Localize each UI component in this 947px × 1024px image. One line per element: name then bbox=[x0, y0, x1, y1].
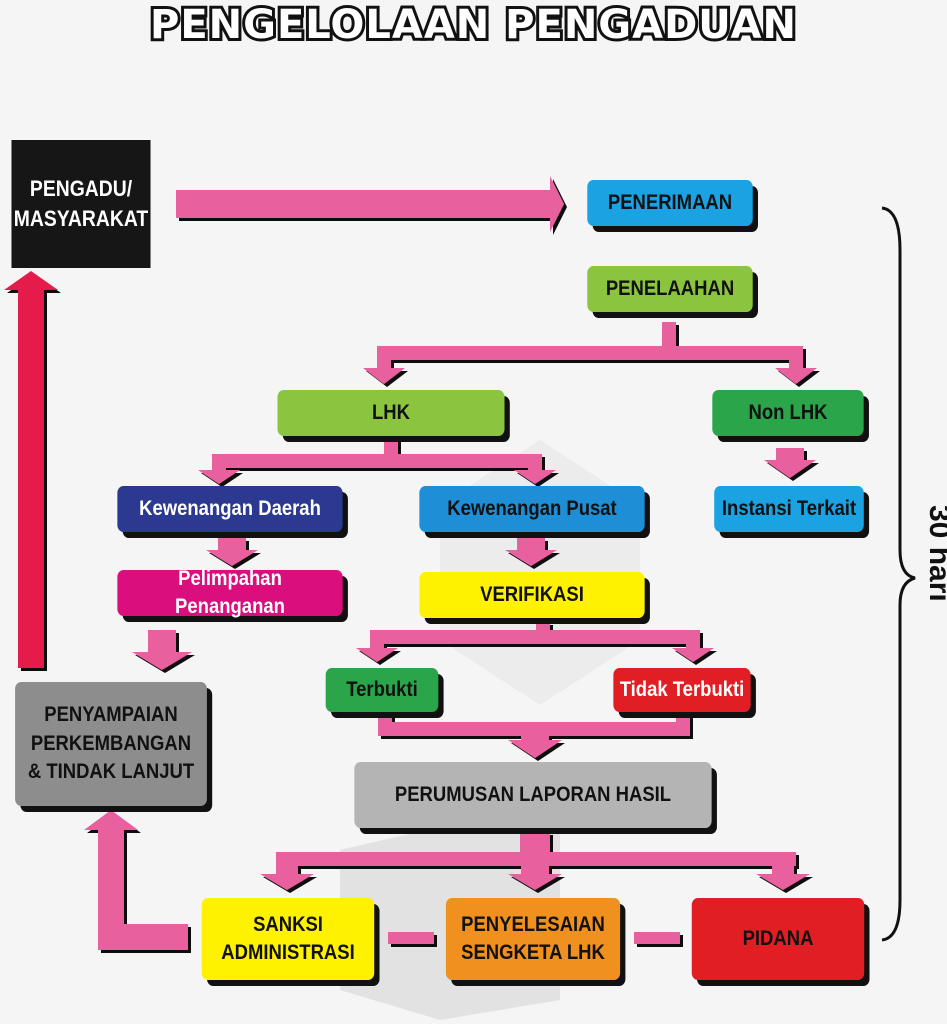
pengadu-line2: MASYARAKAT bbox=[13, 206, 149, 231]
penyelesaian-line1: PENYELESAIAN bbox=[461, 912, 605, 936]
arrow-to-lhk bbox=[363, 358, 405, 384]
penyampaian-line2: PERKEMBANGAN bbox=[30, 731, 192, 755]
node-terbukti: Terbukti bbox=[325, 668, 439, 712]
arrow-to-kewenangan-daerah bbox=[198, 466, 240, 484]
arrow-to-kewenangan-pusat bbox=[514, 466, 556, 484]
node-sanksi-administrasi: SANKSI ADMINISTRASI bbox=[201, 898, 375, 980]
connector-merge-bar bbox=[378, 722, 690, 736]
connector-sanksi-penyelesaian bbox=[388, 932, 434, 944]
arrow-pengadu-to-penerimaan bbox=[176, 176, 564, 232]
arrow-pelimpahan-to-penyampaian bbox=[132, 630, 192, 670]
arrow-to-perumusan bbox=[508, 734, 562, 758]
connector-verifikasi-bar bbox=[370, 630, 700, 644]
connector-lhk-stem bbox=[384, 438, 398, 458]
pengadu-line1: PENGADU/ bbox=[29, 176, 133, 202]
arrow-daerah-to-pelimpahan bbox=[206, 538, 258, 566]
connector-penelaahan-bar bbox=[377, 346, 803, 360]
node-penyampaian-perkembangan: PENYAMPAIAN PERKEMBANGAN & TINDAK LANJUT bbox=[15, 682, 207, 806]
node-instansi-terkait: Instansi Terkait bbox=[714, 486, 864, 532]
arrow-non-lhk-to-instansi bbox=[764, 448, 816, 478]
arrow-to-sanksi bbox=[260, 864, 314, 890]
arrow-pusat-to-verifikasi bbox=[505, 538, 557, 566]
node-perumusan-laporan-hasil: PERUMUSAN LAPORAN HASIL bbox=[354, 762, 712, 828]
sanksi-line1: SANKSI bbox=[253, 912, 323, 936]
arrow-penyampaian-to-pengadu bbox=[4, 271, 58, 668]
arrow-to-non-lhk bbox=[775, 358, 817, 384]
node-verifikasi: VERIFIKASI bbox=[419, 572, 645, 618]
node-pengadu-masyarakat: PENGADU/ MASYARAKAT bbox=[11, 140, 151, 268]
connector-perumusan-bar bbox=[276, 852, 796, 866]
arrow-to-tidak-terbukti bbox=[672, 642, 714, 662]
arrow-to-penyelesaian bbox=[508, 864, 562, 890]
node-penyelesaian-sengketa-lhk: PENYELESAIAN SENGKETA LHK bbox=[445, 898, 621, 980]
diagram-title: PENGELOLAAN PENGADUAN bbox=[147, 0, 799, 51]
connector-lhk-bar bbox=[212, 454, 542, 468]
penyampaian-line1: PENYAMPAIAN bbox=[44, 703, 178, 727]
connector-penelaahan-stem bbox=[662, 322, 676, 348]
node-penerimaan: PENERIMAAN bbox=[587, 180, 753, 226]
arrow-to-terbukti bbox=[356, 642, 398, 662]
sanksi-line2: ADMINISTRASI bbox=[221, 941, 355, 964]
node-non-lhk: Non LHK bbox=[712, 390, 864, 436]
node-pelimpahan-penanganan: Pelimpahan Penanganan bbox=[117, 567, 343, 618]
node-lhk: LHK bbox=[277, 390, 505, 436]
connector-penyelesaian-pidana bbox=[634, 932, 680, 944]
node-tidak-terbukti: Tidak Terbukti bbox=[613, 668, 751, 712]
node-kewenangan-daerah: Kewenangan Daerah bbox=[117, 486, 343, 532]
duration-bracket bbox=[881, 206, 916, 942]
penyampaian-line3: & TINDAK LANJUT bbox=[27, 760, 195, 784]
arrow-sanksi-to-penyampaian bbox=[84, 810, 188, 950]
penyelesaian-line2: SENGKETA LHK bbox=[461, 941, 605, 964]
node-kewenangan-pusat: Kewenangan Pusat bbox=[419, 486, 645, 532]
node-penelaahan: PENELAAHAN bbox=[587, 266, 753, 312]
node-pidana: PIDANA bbox=[691, 898, 865, 980]
arrow-to-pidana bbox=[756, 864, 810, 890]
duration-label: 30 hari bbox=[923, 505, 947, 602]
